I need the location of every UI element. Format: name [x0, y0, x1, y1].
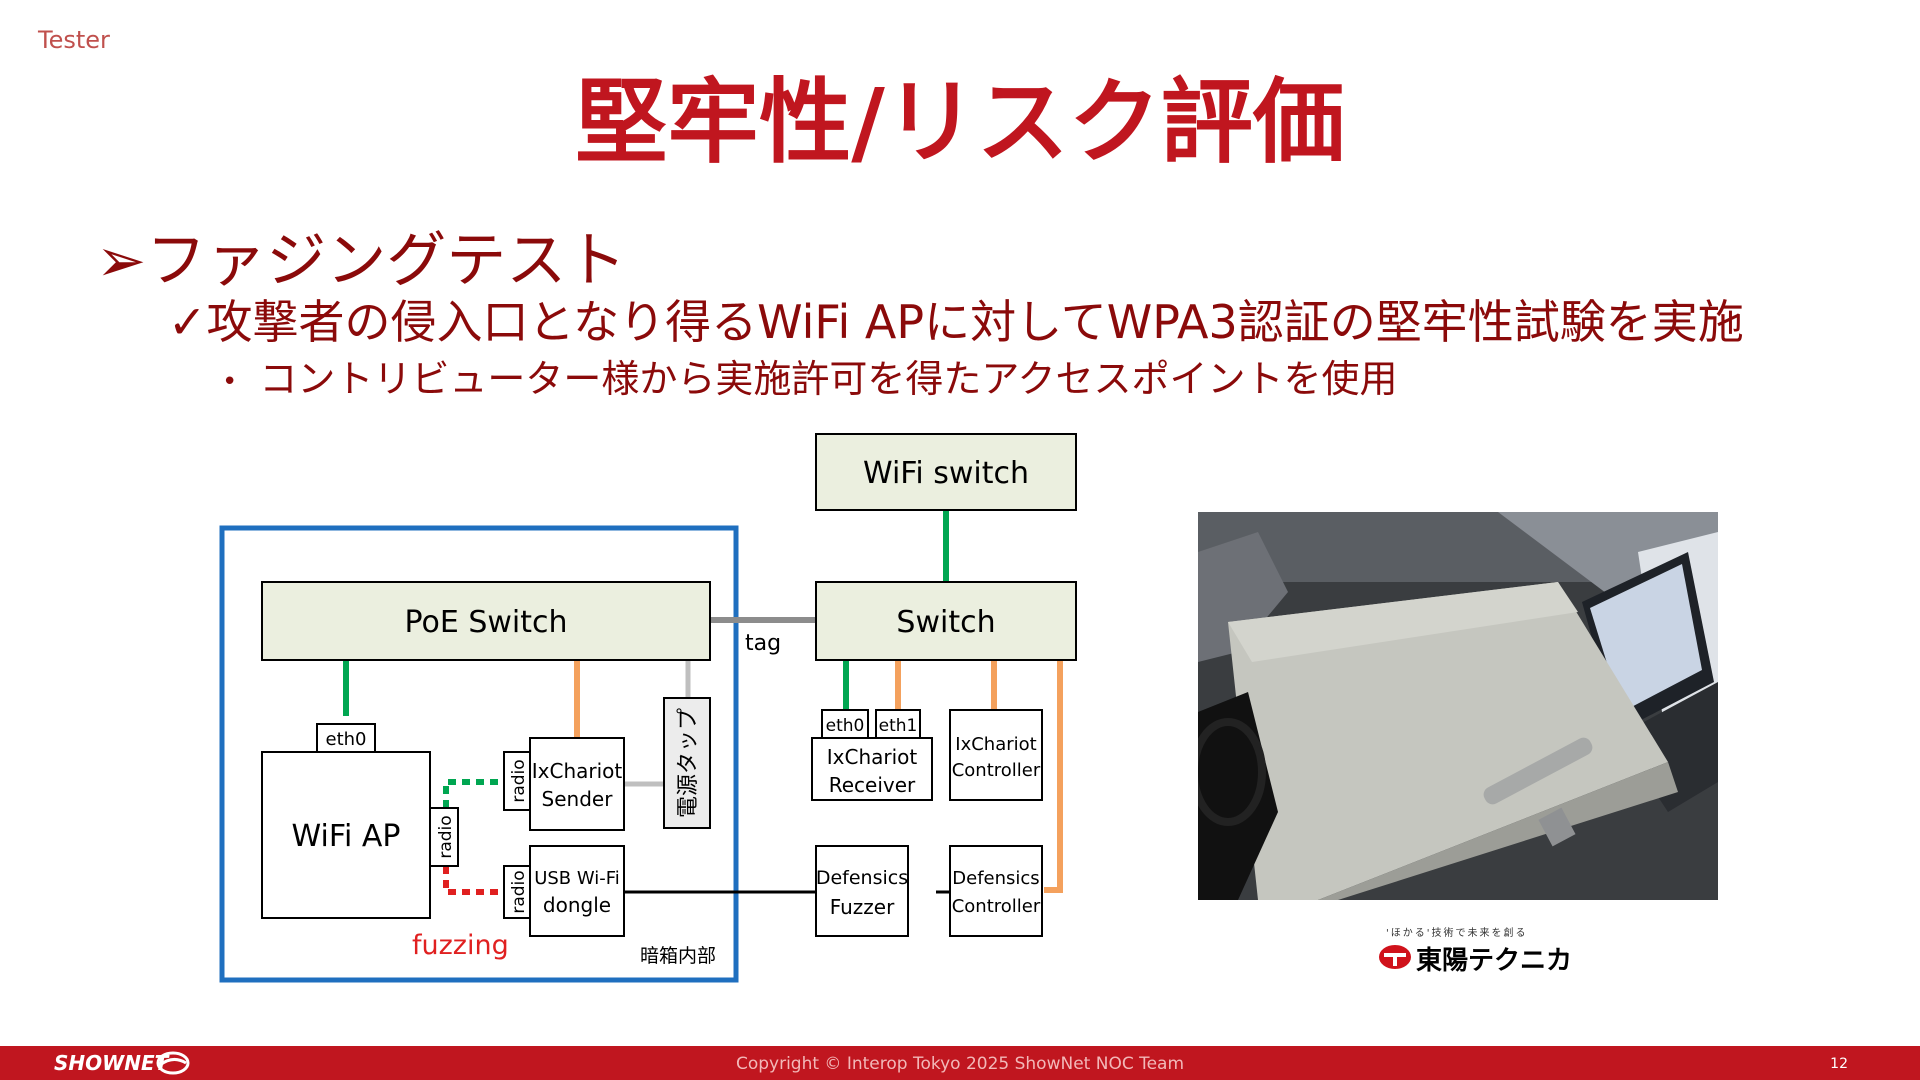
ixchariot-sender-box	[529, 737, 625, 831]
ixchariot-receiver-box	[811, 737, 933, 801]
receiver-eth1-label: eth1	[879, 716, 918, 736]
defensics-controller-box	[949, 845, 1043, 937]
defensics-fuzzer-box	[815, 845, 909, 937]
ap-eth0-port	[316, 723, 376, 753]
dongle-label-line1: USB Wi-Fi	[534, 868, 620, 889]
poe-switch-label: PoE Switch	[404, 605, 567, 640]
wifi-ap-box	[261, 751, 431, 919]
power-tap-label: 電源タップ	[676, 708, 701, 818]
ap-radio-label: radio	[436, 815, 456, 858]
copyright-text: Copyright © Interop Tokyo 2025 ShowNet N…	[735, 1054, 1185, 1074]
fuzzer-label-line1: Defensics	[816, 867, 908, 889]
darkbox-frame	[219, 525, 739, 983]
tester-label: Tester	[38, 26, 110, 54]
dcontroller-label-line1: Defensics	[952, 868, 1039, 889]
link-radio-green-dashed	[443, 779, 500, 808]
shownet-mark-icon	[156, 1051, 190, 1075]
network-diagram: WiFi switch PoE Switch Switch tag eth0 W…	[219, 433, 1077, 983]
ap-radio-port	[429, 807, 459, 867]
power-tap-box	[663, 697, 711, 829]
ap-eth0-label: eth0	[326, 729, 367, 750]
usb-wifi-dongle-box	[529, 845, 625, 937]
bullet-level1-text: ファジングテスト	[146, 226, 627, 296]
bullet-level2-text: 攻撃者の侵入口となり得るWiFi APに対してWPA3認証の堅牢性試験を実施	[206, 295, 1744, 349]
sender-label-line2: Sender	[542, 787, 614, 811]
bullet-level2: ✓攻撃者の侵入口となり得るWiFi APに対してWPA3認証の堅牢性試験を実施	[168, 286, 1744, 352]
bullet-level3: • コントリビューター様から実施許可を得たアクセスポイントを使用	[222, 348, 1397, 403]
sender-radio-port	[503, 751, 531, 811]
dcontroller-label-line2: Controller	[952, 896, 1041, 917]
switch-label: Switch	[896, 605, 995, 640]
page-number: 12	[1830, 1056, 1848, 1072]
fuzzer-label-line2: Fuzzer	[830, 895, 895, 919]
bullet-dot-icon: •	[222, 366, 238, 397]
sender-label-line1: IxChariot	[532, 759, 623, 783]
shownet-logo: SHOWNET	[54, 1051, 169, 1075]
ixchariot-controller-box	[949, 709, 1043, 801]
bullet-arrow-icon: ➢	[96, 226, 147, 296]
slide-title: 堅牢性/リスク評価	[575, 69, 1345, 176]
controller-label-line2: Controller	[952, 760, 1041, 781]
bullet-level3-text: コントリビューター様から実施許可を得たアクセスポイントを使用	[259, 357, 1398, 401]
checkmark-icon: ✓	[168, 295, 207, 349]
wifi-switch-label: WiFi switch	[863, 456, 1029, 491]
wifi-switch-box	[815, 433, 1077, 511]
link-radio-red-dashed	[443, 866, 500, 895]
receiver-label-line1: IxChariot	[827, 745, 918, 769]
sender-radio-label: radio	[509, 759, 529, 802]
darkbox-photo	[1198, 512, 1718, 900]
bullet-level1: ➢ファジングテスト	[96, 212, 626, 299]
controller-label-line1: IxChariot	[955, 734, 1036, 755]
switch-box	[815, 581, 1077, 661]
receiver-eth0-label: eth0	[826, 716, 865, 736]
tag-label: tag	[745, 631, 781, 656]
toyo-mark-icon	[1379, 945, 1411, 969]
link-switch-dcontroller	[1044, 660, 1063, 893]
wifi-ap-label: WiFi AP	[292, 819, 401, 854]
receiver-eth1-port	[875, 709, 921, 739]
logo-company-name: 東陽テクニカ	[1416, 946, 1573, 976]
darkbox-label: 暗箱内部	[640, 945, 716, 967]
receiver-label-line2: Receiver	[829, 773, 916, 797]
footer-bar: SHOWNET Copyright © Interop Tokyo 2025 S…	[0, 1046, 1920, 1080]
dongle-radio-label: radio	[509, 870, 529, 913]
fuzzing-label: fuzzing	[412, 930, 509, 961]
logo-tagline: 'ほかる'技術で未来を創る	[1386, 928, 1528, 939]
toyo-logo: 'ほかる'技術で未来を創る 東陽テクニカ	[1372, 924, 1572, 980]
dongle-label-line2: dongle	[543, 893, 611, 917]
poe-switch-box	[261, 581, 711, 661]
